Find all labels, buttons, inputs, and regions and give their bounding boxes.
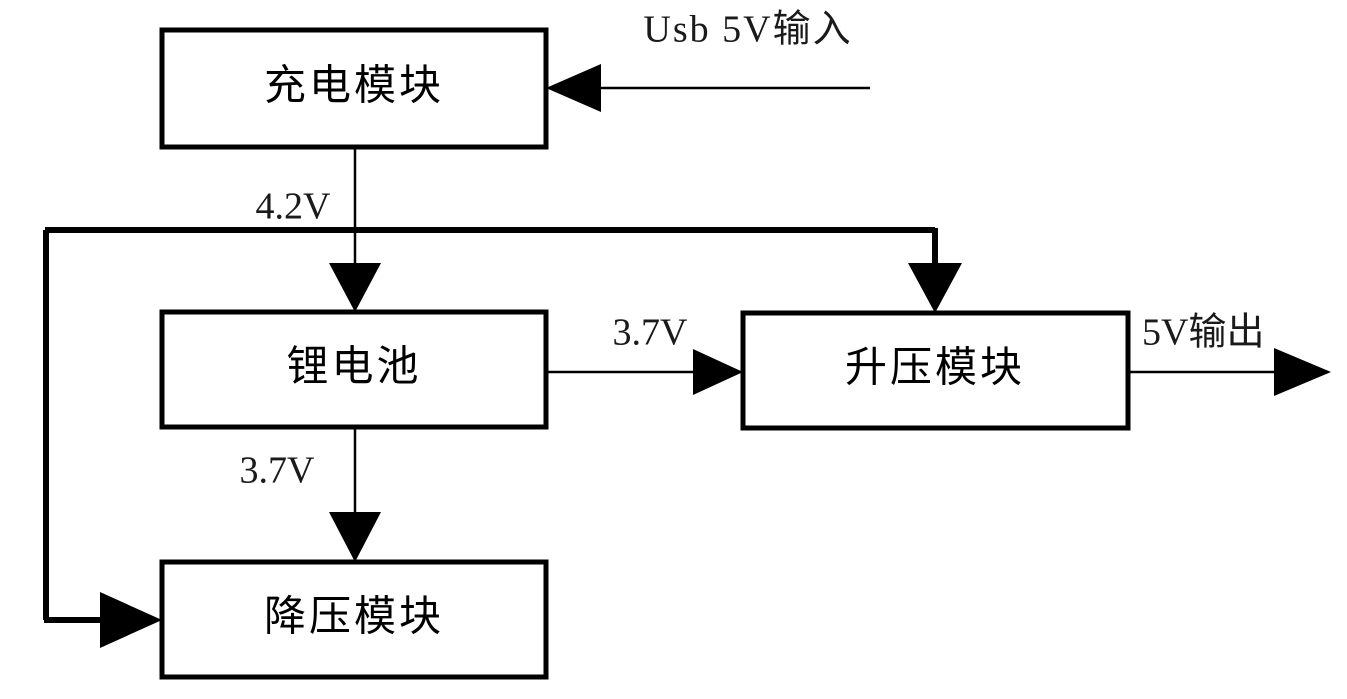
label-usb-input: Usb 5V输入 [643,9,852,51]
arrowhead-boost-output [1274,348,1331,396]
block-boost-label: 升压模块 [845,346,1025,392]
arrowhead-bus-to-boost [908,263,962,313]
block-charger-label: 充电模块 [264,64,444,110]
label-5v-output: 5V输出 [1142,312,1264,354]
arrowhead-bus-to-buck [100,592,162,648]
block-battery-rect [159,309,549,430]
block-battery-label: 锂电池 [286,345,421,391]
block-buck[interactable]: 降压模块 [159,559,549,680]
arrowhead-battery-to-buck [329,512,381,562]
arrowhead-usb-to-charger [546,64,601,112]
block-charger-rect [159,27,549,150]
block-battery[interactable]: 锂电池 [159,309,549,430]
label-4v2: 4.2V [256,186,332,228]
block-boost-rect [740,310,1131,431]
arrowhead-charger-to-battery [329,263,381,312]
block-buck-rect [159,559,549,680]
block-boost[interactable]: 升压模块 [740,310,1131,431]
label-3v7-buck: 3.7V [240,450,316,492]
label-3v7-boost: 3.7V [613,312,689,354]
block-charger[interactable]: 充电模块 [159,27,549,150]
arrowhead-battery-to-boost [693,349,743,395]
block-buck-label: 降压模块 [264,595,444,641]
